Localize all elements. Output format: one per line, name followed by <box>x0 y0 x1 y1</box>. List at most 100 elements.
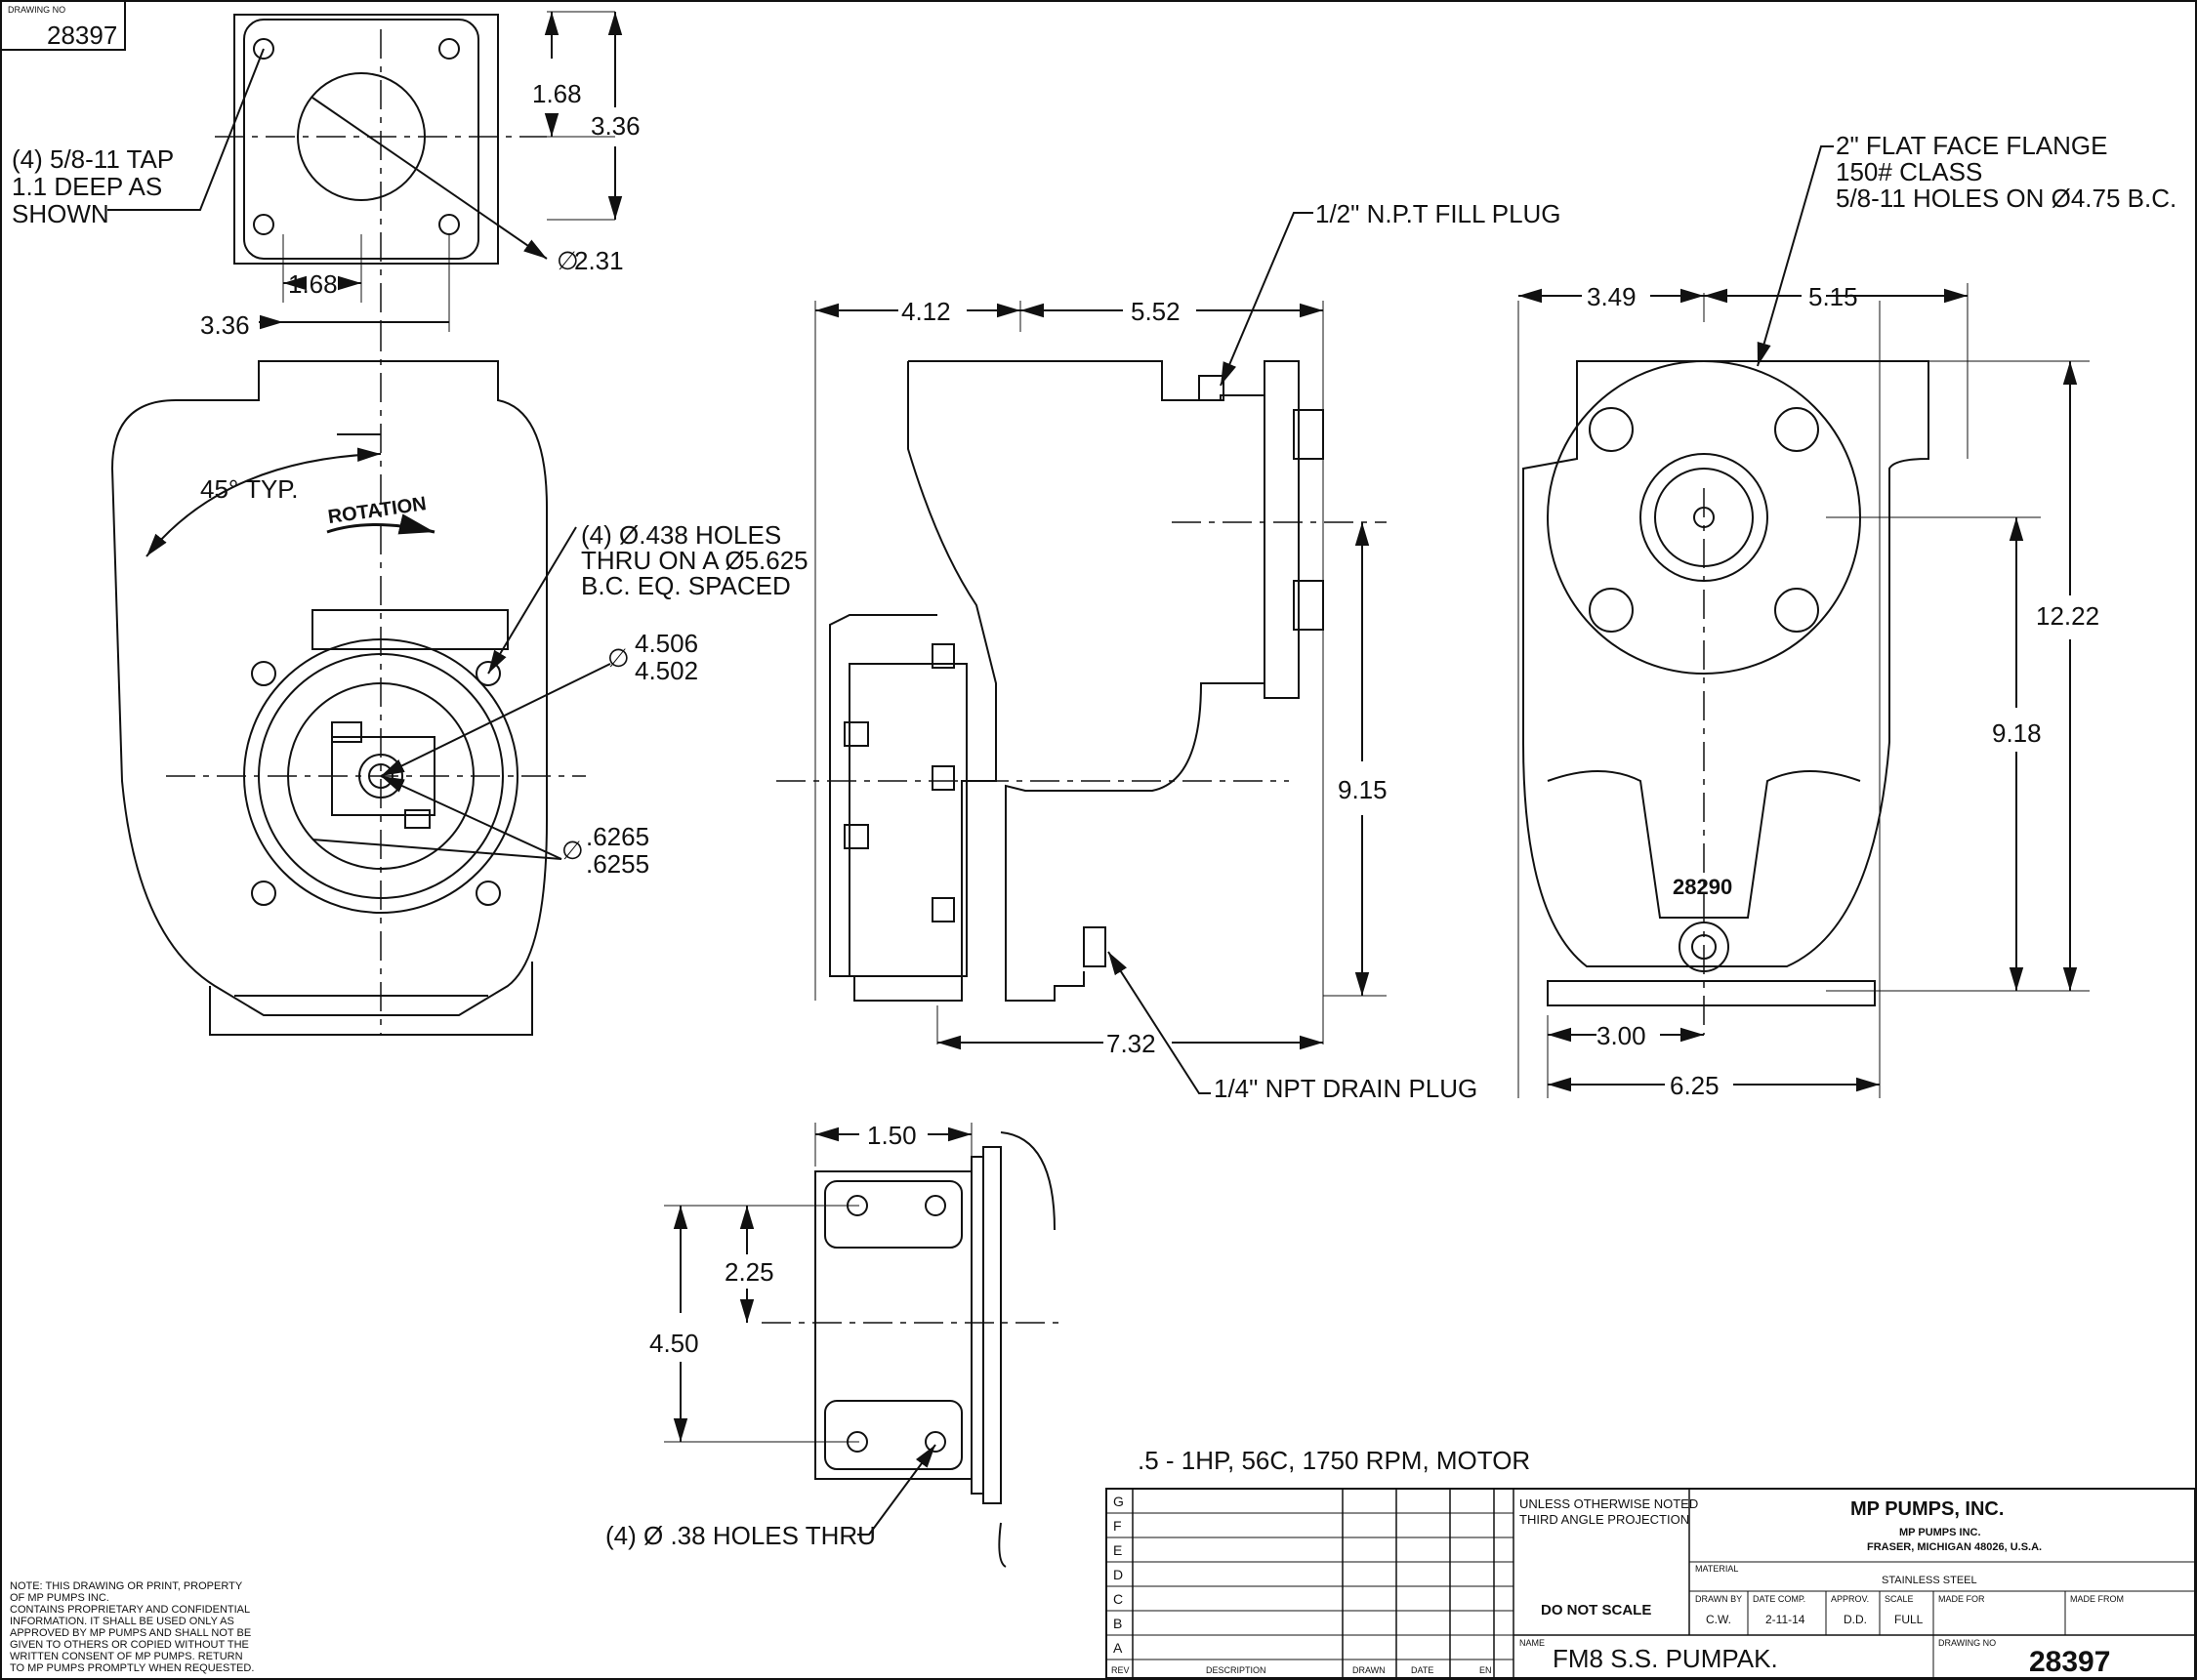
date-header: DATE <box>1411 1665 1433 1675</box>
rev-letter-c: C <box>1113 1591 1123 1607</box>
shaft-dia-max: .6265 <box>586 822 649 851</box>
dim-h-full-outlet: 12.22 <box>2036 601 2099 631</box>
motor-note: .5 - 1HP, 56C, 1750 RPM, MOTOR <box>1138 1446 1530 1475</box>
side-view <box>776 212 1387 1094</box>
rev-letter-b: B <box>1113 1616 1122 1631</box>
foot-holes-note: (4) Ø .38 HOLES THRU <box>605 1521 876 1550</box>
dim-h-center: 9.18 <box>1992 718 2042 748</box>
angle-note: 45° TYP. <box>200 474 299 504</box>
flange-top-view <box>107 11 623 332</box>
drawing-no-tb: 28397 <box>2029 1646 2110 1678</box>
drain-plug-label: 1/4" NPT DRAIN PLUG <box>1214 1074 1477 1103</box>
pilot-dia-max: 4.506 <box>635 629 698 658</box>
rev-letter-a: A <box>1113 1640 1123 1656</box>
dim-h-half: 1.68 <box>288 269 338 299</box>
material-label: MATERIAL <box>1695 1564 1738 1574</box>
front-view-labels: 45° TYP. ROTATION (4) Ø.438 HOLES THRU O… <box>200 474 808 879</box>
flange-note-line1: 2" FLAT FACE FLANGE <box>1836 131 2107 160</box>
svg-text:INFORMATION. IT SHALL BE USED: INFORMATION. IT SHALL BE USED ONLY AS <box>10 1616 234 1627</box>
dim-v-full: 3.36 <box>591 111 641 141</box>
flange-note-line2: 150# CLASS <box>1836 157 1982 186</box>
en-header: EN <box>1479 1665 1492 1675</box>
casting-number: 28290 <box>1673 875 1732 899</box>
title-block-text: G F E D C B A REV DESCRIPTION DRAWN DATE… <box>1111 1494 2124 1678</box>
svg-text:TO MP PUMPS PROMPTLY WHEN REQU: TO MP PUMPS PROMPTLY WHEN REQUESTED. <box>10 1662 254 1674</box>
description-header: DESCRIPTION <box>1206 1665 1266 1675</box>
drawing-no-label-tb: DRAWING NO <box>1938 1638 1996 1648</box>
property-note: NOTE: THIS DRAWING OR PRINT, PROPERTY OF… <box>10 1580 254 1674</box>
scale: FULL <box>1894 1613 1924 1626</box>
part-name: FM8 S.S. PUMPAK. <box>1553 1644 1778 1673</box>
made-for-label: MADE FOR <box>1938 1594 1985 1604</box>
drawing-no-label: DRAWING NO <box>8 5 65 15</box>
flange-note-line3: 5/8-11 HOLES ON Ø4.75 B.C. <box>1836 184 2176 213</box>
dim-base-half: 3.00 <box>1596 1021 1646 1050</box>
holes-note-line2: THRU ON A Ø5.625 <box>581 546 808 575</box>
dim-bore-symbol: ∅ <box>557 246 579 275</box>
svg-text:WRITTEN CONSENT OF MP PUMPS. R: WRITTEN CONSENT OF MP PUMPS. RETURN <box>10 1651 243 1662</box>
drawn-by: C.W. <box>1706 1613 1731 1626</box>
dim-half: 2.25 <box>725 1257 774 1287</box>
flange-top-labels: (4) 5/8-11 TAP 1.1 DEEP AS SHOWN 1.68 3.… <box>12 79 641 340</box>
company-sub: MP PUMPS INC. <box>1899 1527 1981 1538</box>
svg-text:NOTE: THIS DRAWING OR PRINT, P: NOTE: THIS DRAWING OR PRINT, PROPERTY <box>10 1580 243 1592</box>
dim-base-full: 6.25 <box>1670 1071 1720 1100</box>
dia-symbol-2: ∅ <box>561 836 584 865</box>
dim-full: 4.50 <box>649 1329 699 1358</box>
name-label: NAME <box>1519 1638 1545 1648</box>
approv: D.D. <box>1844 1613 1867 1626</box>
outlet-view <box>1517 145 2090 1098</box>
dim-length: 7.32 <box>1106 1029 1156 1058</box>
scale-label: SCALE <box>1885 1594 1914 1604</box>
company-name: MP PUMPS, INC. <box>1850 1498 2004 1520</box>
title-block <box>1105 1488 2196 1679</box>
do-not-scale: DO NOT SCALE <box>1541 1602 1651 1619</box>
fill-plug-label: 1/2" N.P.T FILL PLUG <box>1315 199 1561 228</box>
dim-right: 5.52 <box>1131 297 1181 326</box>
rev-letter-e: E <box>1113 1542 1122 1558</box>
date-comp-label: DATE COMP. <box>1753 1594 1805 1604</box>
holes-note-line3: B.C. EQ. SPACED <box>581 571 791 600</box>
rev-header: REV <box>1111 1665 1130 1675</box>
holes-note-line1: (4) Ø.438 HOLES <box>581 520 781 550</box>
foot-view <box>664 1123 1064 1568</box>
made-from-label: MADE FROM <box>2070 1594 2124 1604</box>
drawn-header: DRAWN <box>1352 1665 1386 1675</box>
shaft-dia-min: .6255 <box>586 849 649 879</box>
rev-letter-f: F <box>1113 1518 1122 1534</box>
front-view <box>110 322 611 1036</box>
company-address: FRASER, MICHIGAN 48026, U.S.A. <box>1867 1541 2042 1553</box>
foot-view-labels: 1.50 2.25 4.50 (4) Ø .38 HOLES THRU <box>605 1121 917 1550</box>
dim-w-left: 3.49 <box>1587 282 1637 311</box>
side-view-labels: 1/2" N.P.T FILL PLUG 1/4" NPT DRAIN PLUG… <box>901 199 1561 1103</box>
approv-label: APPROV. <box>1831 1594 1869 1604</box>
dim-height: 9.15 <box>1338 775 1388 804</box>
date-comp: 2-11-14 <box>1765 1613 1805 1626</box>
dia-symbol-1: ∅ <box>607 643 630 673</box>
dim-left: 4.12 <box>901 297 951 326</box>
rev-letter-d: D <box>1113 1567 1123 1582</box>
tap-note-line1: (4) 5/8-11 TAP <box>12 144 174 174</box>
dim-w-right: 5.15 <box>1808 282 1858 311</box>
rotation-label: ROTATION <box>326 493 428 528</box>
drawing-number-box: DRAWING NO 28397 <box>0 0 126 51</box>
dim-offset: 1.50 <box>867 1121 917 1150</box>
dim-v-half: 1.68 <box>532 79 582 108</box>
material-value: STAINLESS STEEL <box>1882 1575 1977 1586</box>
tap-note-line3: SHOWN <box>12 199 109 228</box>
rev-letter-g: G <box>1113 1494 1124 1509</box>
outlet-view-labels: 2" FLAT FACE FLANGE 150# CLASS 5/8-11 HO… <box>1587 131 2176 1100</box>
drawing-no-top: 28397 <box>47 20 117 50</box>
third-angle: THIRD ANGLE PROJECTION <box>1519 1512 1689 1527</box>
dim-bore: 2.31 <box>574 246 624 275</box>
dim-h-full: 3.36 <box>200 310 250 340</box>
svg-text:OF MP PUMPS INC.: OF MP PUMPS INC. <box>10 1592 109 1604</box>
unless-noted: UNLESS OTHERWISE NOTED <box>1519 1496 1698 1511</box>
pilot-dia-min: 4.502 <box>635 656 698 685</box>
tap-note-line2: 1.1 DEEP AS <box>12 172 162 201</box>
svg-text:GIVEN TO OTHERS OR COPIED WITH: GIVEN TO OTHERS OR COPIED WITHOUT THE <box>10 1639 249 1651</box>
svg-text:APPROVED BY MP PUMPS AND SHALL: APPROVED BY MP PUMPS AND SHALL NOT BE <box>10 1627 251 1639</box>
svg-text:CONTAINS PROPRIETARY AND CONF: CONTAINS PROPRIETARY AND CONFIDENTIAL <box>10 1604 250 1616</box>
